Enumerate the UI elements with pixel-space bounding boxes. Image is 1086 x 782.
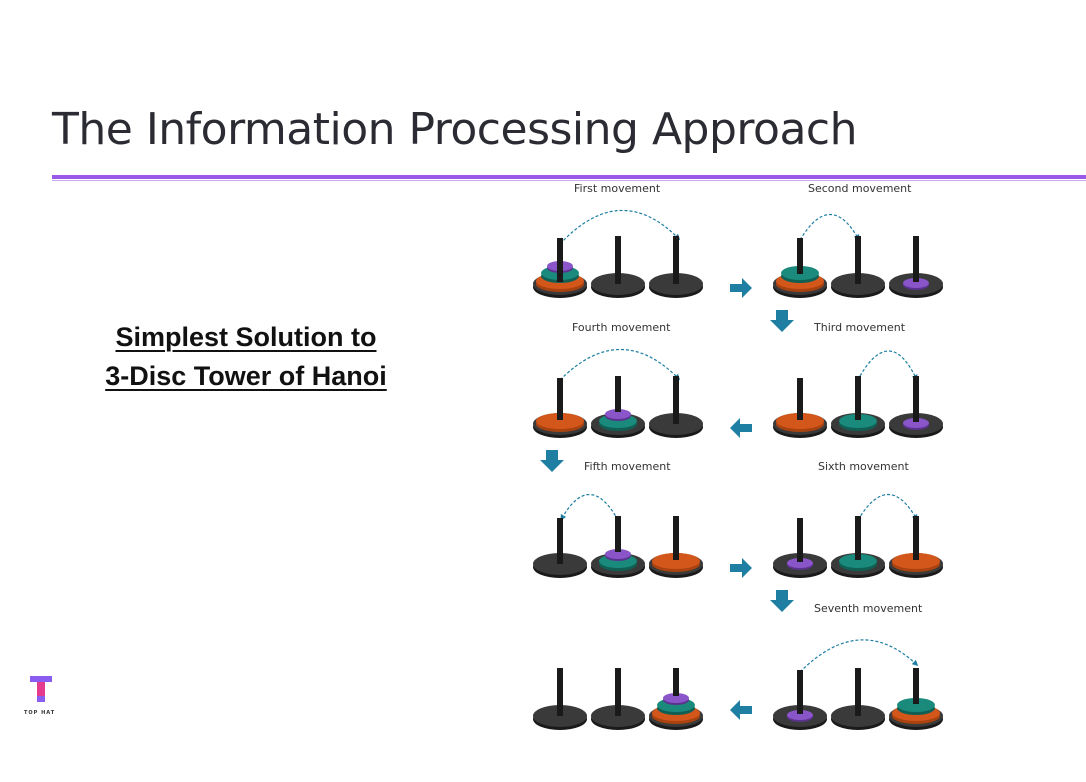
arrow-left-icon <box>730 418 752 438</box>
state-after-fourth <box>533 493 703 578</box>
step-label-second: Second movement <box>808 182 912 195</box>
logo-text: TOP HAT <box>24 710 56 716</box>
title-divider-secondary <box>52 180 1086 181</box>
slide-title: The Information Processing Approach <box>52 104 858 155</box>
step-label-seventh: Seventh movement <box>814 602 923 615</box>
state-after-first <box>773 213 943 298</box>
arrow-down-icon <box>770 590 794 612</box>
step-label-third: Third movement <box>813 321 906 334</box>
step-label-fourth: Fourth movement <box>572 321 671 334</box>
arrow-right-icon <box>730 278 752 298</box>
step-label-first: First movement <box>574 182 661 195</box>
state-final <box>533 668 703 730</box>
step-label-sixth: Sixth movement <box>818 460 910 473</box>
state-after-third <box>533 348 703 438</box>
state-after-second <box>773 350 943 438</box>
title-divider <box>52 175 1086 179</box>
step-label-fifth: Fifth movement <box>584 460 671 473</box>
state-after-fifth <box>773 493 943 578</box>
state-initial <box>533 209 703 298</box>
state-after-sixth <box>773 639 943 730</box>
arrow-right-icon <box>730 558 752 578</box>
subtitle-line-2: 3-Disc Tower of Hanoi <box>105 361 387 391</box>
tower-of-hanoi-diagram: First movement Second movement Third mov… <box>533 182 943 730</box>
subtitle-line-1: Simplest Solution to <box>115 322 377 352</box>
arrow-left-icon <box>730 700 752 720</box>
arrow-down-icon <box>770 310 794 332</box>
arrow-down-icon <box>540 450 564 472</box>
top-hat-logo <box>30 676 52 702</box>
subtitle: Simplest Solution to 3-Disc Tower of Han… <box>60 318 432 396</box>
